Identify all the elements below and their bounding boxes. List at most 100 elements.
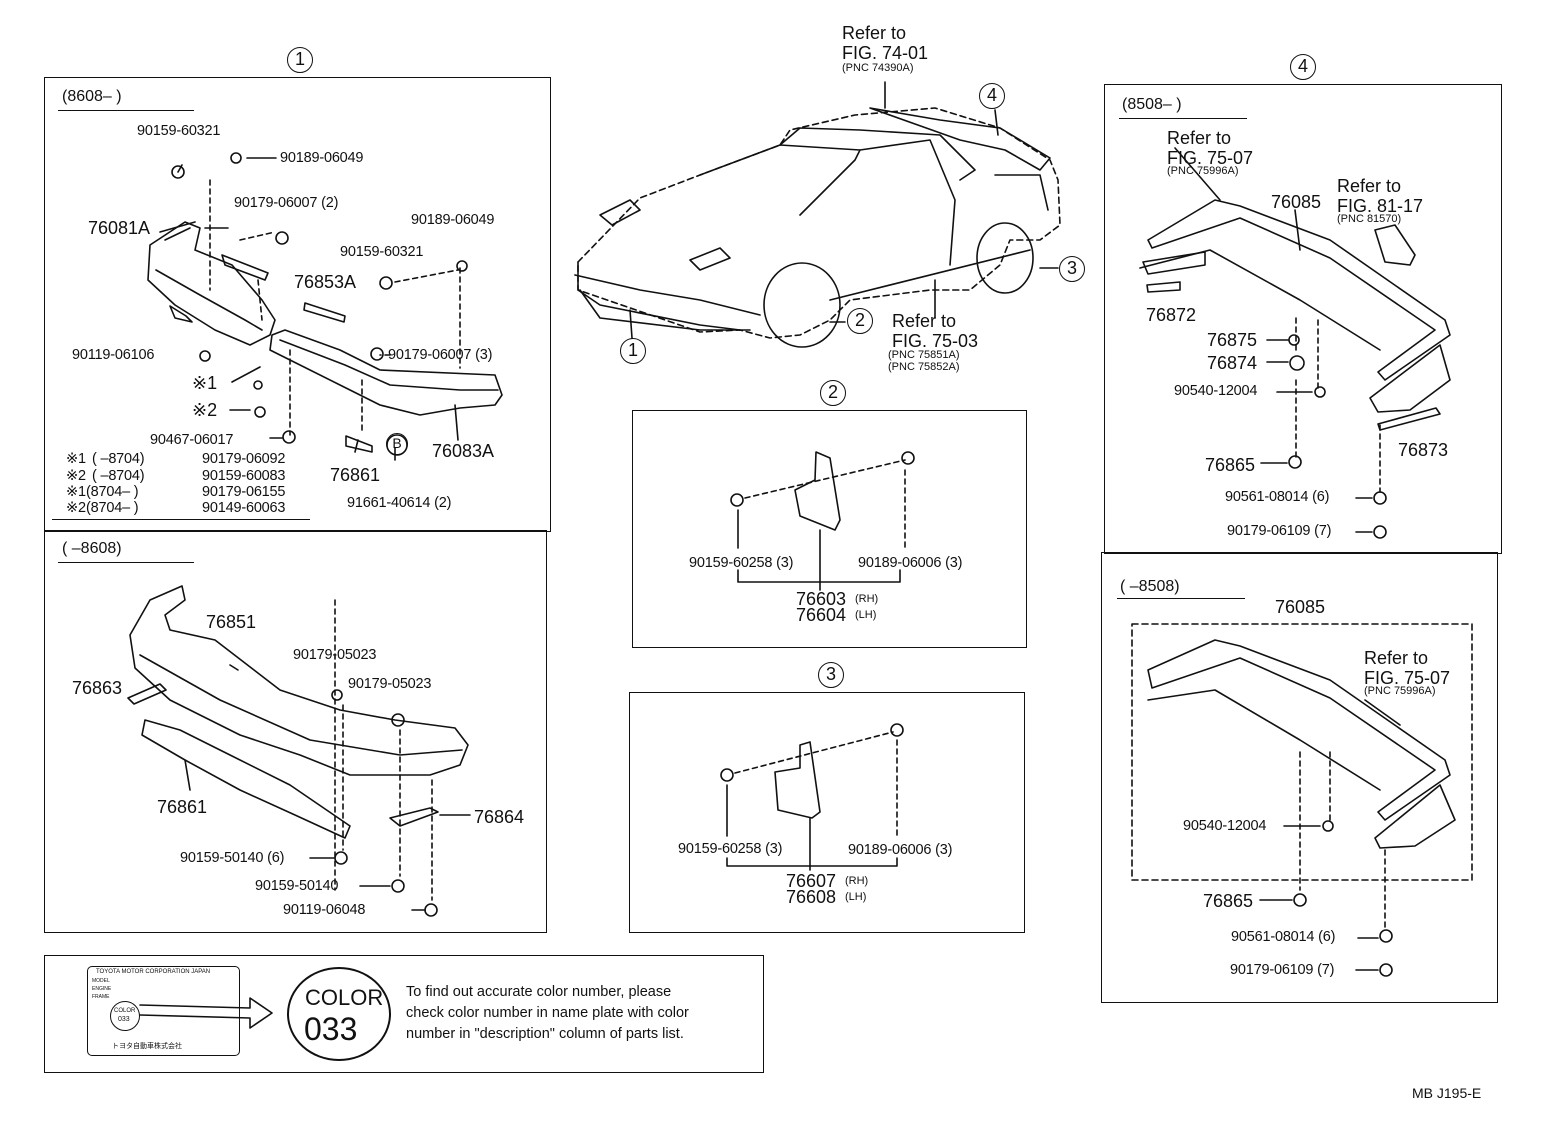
part-90467-06017: 90467-06017	[150, 432, 234, 448]
callout-2-panel: 2	[820, 380, 846, 406]
p3-76608: 76608	[786, 887, 837, 907]
p4-76865-b: 76865	[1203, 891, 1254, 911]
panel-3	[629, 692, 1025, 933]
part-76861-lower: 76861	[157, 797, 208, 817]
panel-1-lower	[44, 530, 547, 933]
older-spoiler-drawing	[127, 585, 469, 839]
p3-rh: (RH)	[845, 875, 869, 887]
p4-ref2-b: FIG. 81-17	[1337, 196, 1424, 216]
p4b-ref-c: (PNC 75996A)	[1364, 685, 1436, 697]
color-info-box	[44, 955, 764, 1073]
p3-lh: (LH)	[845, 891, 867, 903]
car-ref1-b: FIG. 74-01	[842, 43, 929, 63]
panel4-header-top: (8508– )	[1122, 96, 1182, 113]
callout-4-car: 4	[979, 83, 1005, 109]
note-4-part: 90149-60063	[202, 500, 286, 516]
p4b-ref-b: FIG. 75-07	[1364, 668, 1451, 688]
p2-lh: (LH)	[855, 609, 877, 621]
note-1-range: ( –8704)	[92, 451, 145, 467]
p4b-ref-a: Refer to	[1364, 648, 1429, 668]
part-90159-60321-a: 90159-60321	[137, 123, 221, 139]
p4-ref2-a: Refer to	[1337, 176, 1402, 196]
p4-76874: 76874	[1207, 353, 1258, 373]
p4-90561-08014-a: 90561-08014 (6)	[1225, 489, 1330, 505]
notes-underline	[52, 519, 310, 520]
plate-row-model: MODEL	[92, 978, 110, 984]
part-90159-60321-b: 90159-60321	[340, 244, 424, 260]
part-76861-upper: 76861	[330, 465, 381, 485]
p4-ref1-b: FIG. 75-07	[1167, 148, 1254, 168]
callout-1-car: 1	[620, 338, 646, 364]
p2-rh: (RH)	[855, 593, 879, 605]
panel-2	[632, 410, 1027, 648]
plate-color-circle: COLOR 033	[110, 1001, 140, 1031]
plate-color-label: COLOR	[114, 1008, 136, 1014]
front-mudguard-drawing	[730, 451, 915, 531]
color-code: 033	[304, 1011, 358, 1047]
part-90179-05023-b: 90179-05023	[348, 676, 432, 692]
panel-4-upper	[1104, 84, 1502, 554]
plate-maker: トヨタ自動車株式会社	[112, 1043, 182, 1050]
part-76851: 76851	[206, 612, 257, 632]
front-spoiler-drawing	[147, 221, 503, 453]
p4-90561-08014-b: 90561-08014 (6)	[1231, 929, 1336, 945]
panel1-header-bottom-underline	[58, 562, 194, 563]
p4-ref1-c: (PNC 75996A)	[1167, 165, 1239, 177]
name-plate: TOYOTA MOTOR CORPORATION JAPAN MODEL ENG…	[87, 966, 240, 1056]
part-90119-06106: 90119-06106	[72, 347, 155, 363]
part-76863: 76863	[72, 678, 123, 698]
color-arrow	[139, 997, 273, 1029]
p4-76865-a: 76865	[1205, 455, 1256, 475]
car-leaders	[629, 81, 1059, 339]
note-1-mark: ※1	[66, 451, 86, 467]
rear-spoiler-bottom-drawing	[1131, 623, 1473, 881]
color-circle: COLOR 033	[287, 967, 391, 1061]
part-76864: 76864	[474, 807, 525, 827]
panel4-top-hardware	[1288, 334, 1387, 539]
note-2-part: 90159-60083	[202, 468, 286, 484]
p4-76085-a: 76085	[1271, 192, 1322, 212]
note-2-range: ( –8704)	[92, 468, 145, 484]
part-76081A: 76081A	[88, 218, 151, 238]
car-ref1-c: (PNC 74390A)	[842, 62, 914, 74]
fastener-dashes	[209, 179, 461, 891]
p3-76607: 76607	[786, 871, 837, 891]
note-3-range: (8704– )	[86, 484, 139, 500]
part-91661-40614: 91661-40614 (2)	[347, 495, 452, 511]
panel1-lower-leaders	[184, 664, 471, 911]
panel-4-lower	[1101, 552, 1498, 1003]
color-label: COLOR	[305, 985, 384, 1010]
rear-mudguard-drawing	[720, 723, 904, 819]
car-ref2-c: (PNC 75851A)	[888, 349, 960, 361]
p2-90159-60258: 90159-60258 (3)	[689, 555, 794, 571]
p4-90540-12004-a: 90540-12004	[1174, 383, 1258, 399]
color-text-line-2: check color number in name plate with co…	[406, 1005, 689, 1021]
plate-row-engine: ENGINE	[92, 986, 112, 992]
rear-spoiler-top-drawing	[1139, 199, 1451, 431]
part-90119-06048: 90119-06048	[283, 902, 366, 918]
p4-76873: 76873	[1398, 440, 1449, 460]
p3-90159-60258: 90159-60258 (3)	[678, 841, 783, 857]
p4-76085-b: 76085	[1275, 597, 1326, 617]
callout-B: B	[386, 433, 408, 455]
p3-90189-06006: 90189-06006 (3)	[848, 842, 953, 858]
car-ref1-a: Refer to	[842, 23, 907, 43]
callout-3-car: 3	[1059, 256, 1085, 282]
color-text-line-1: To find out accurate color number, pleas…	[406, 984, 672, 1000]
footer-code: MB J195-E	[1412, 1085, 1482, 1101]
note-3-mark: ※1	[66, 484, 86, 500]
callout-2-car: 2	[847, 308, 873, 334]
part-90159-50140: 90159-50140	[255, 878, 339, 894]
panel-1-upper	[44, 77, 551, 532]
plate-title: TOYOTA MOTOR CORPORATION JAPAN	[96, 969, 211, 975]
part-90189-06049-b: 90189-06049	[411, 212, 495, 228]
panel1-header-top-underline	[58, 110, 194, 111]
callout-3-panel: 3	[818, 662, 844, 688]
part-90179-05023-a: 90179-05023	[293, 647, 377, 663]
p4-90179-06109-a: 90179-06109 (7)	[1227, 523, 1332, 539]
callout-1-top: 1	[287, 47, 313, 73]
panel4-header-bottom-underline	[1117, 598, 1245, 599]
note-4-range: (8704– )	[86, 500, 139, 516]
callout-4-top: 4	[1290, 54, 1316, 80]
